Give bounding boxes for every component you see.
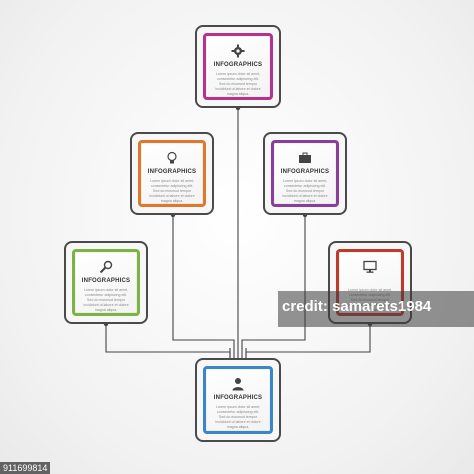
person-icon <box>232 378 244 391</box>
card-left-lower-text: Lorem ipsum dolor sit amet, consectetur … <box>83 288 129 312</box>
card-left-upper-frame: INFOGRAPHICS Lorem ipsum dolor sit amet,… <box>138 140 206 207</box>
card-top-frame: INFOGRAPHICS Lorem ipsum dolor sit amet,… <box>203 33 273 100</box>
magnifier-icon <box>99 260 113 274</box>
watermark-image-id: 911699814 <box>0 462 51 474</box>
watermark-band <box>278 291 474 327</box>
briefcase-icon <box>299 152 311 163</box>
lightbulb-icon <box>167 151 177 164</box>
card-left-lower: INFOGRAPHICS Lorem ipsum dolor sit amet,… <box>64 241 148 324</box>
card-right-upper-title: INFOGRAPHICS <box>280 169 330 175</box>
card-bottom: INFOGRAPHICS Lorem ipsum dolor sit amet,… <box>195 358 281 442</box>
card-right-upper-frame: INFOGRAPHICS Lorem ipsum dolor sit amet,… <box>271 140 339 207</box>
card-bottom-text: Lorem ipsum dolor sit amet, consectetur … <box>215 405 261 429</box>
card-top: INFOGRAPHICS Lorem ipsum dolor sit amet,… <box>195 25 281 108</box>
monitor-icon <box>363 260 377 273</box>
card-top-title: INFOGRAPHICS <box>213 62 263 68</box>
gear-icon <box>231 44 245 58</box>
card-bottom-title: INFOGRAPHICS <box>213 395 263 401</box>
card-left-upper-text: Lorem ipsum dolor sit amet, consectetur … <box>149 179 195 203</box>
card-left-lower-title: INFOGRAPHICS <box>81 278 131 284</box>
card-bottom-frame: INFOGRAPHICS Lorem ipsum dolor sit amet,… <box>203 366 273 434</box>
card-top-text: Lorem ipsum dolor sit amet, consectetur … <box>215 72 261 96</box>
card-left-lower-frame: INFOGRAPHICS Lorem ipsum dolor sit amet,… <box>72 249 140 316</box>
card-left-upper: INFOGRAPHICS Lorem ipsum dolor sit amet,… <box>130 132 214 215</box>
card-right-upper: INFOGRAPHICS Lorem ipsum dolor sit amet,… <box>263 132 347 215</box>
card-left-upper-title: INFOGRAPHICS <box>147 169 197 175</box>
watermark-credit: credit: samarets1984 <box>282 298 432 315</box>
card-right-upper-text: Lorem ipsum dolor sit amet, consectetur … <box>282 179 328 203</box>
